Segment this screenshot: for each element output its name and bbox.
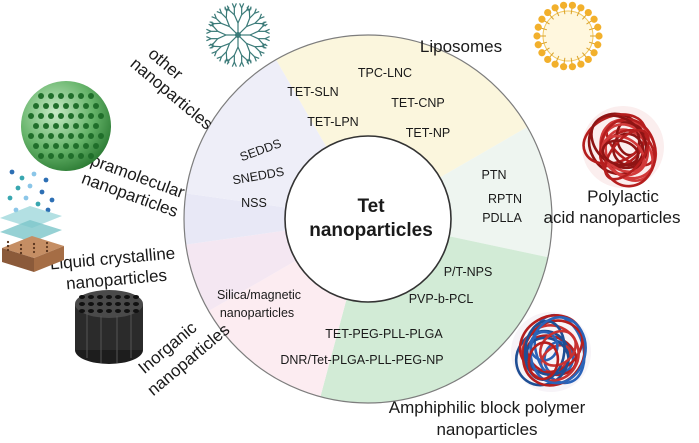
polylactic-items: PTN RPTN PDLLA [482, 168, 523, 225]
item-pdlla: PDLLA [482, 211, 522, 225]
item-tpc-lnc: TPC-LNC [358, 66, 412, 80]
item-ptn: PTN [482, 168, 507, 182]
item-dnr-tet-plga: DNR/Tet-PLGA-PLL-PEG-NP [280, 353, 443, 367]
item-nss: NSS [241, 196, 267, 210]
sector-supramolecular [184, 193, 286, 245]
item-pt-nps: P/T-NPS [444, 265, 493, 279]
liquid-crystalline-icon [0, 169, 64, 272]
amphiphilic-items: P/T-NPS PVP-b-PCL TET-PEG-PLL-PLGA DNR/T… [280, 265, 492, 367]
sector-liquid-crystalline [185, 230, 297, 311]
label-amphiphilic-1: Amphiphilic block polymer [389, 398, 586, 417]
item-tet-sln: TET-SLN [287, 85, 338, 99]
sector-liposomes [276, 34, 528, 178]
supramolecular-sphere-icon [21, 81, 111, 171]
ring-sectors [184, 34, 553, 404]
label-amphiphilic-2: nanoparticles [436, 420, 537, 439]
sector-polylactic [439, 127, 553, 258]
inorganic-block-icon [75, 290, 143, 364]
label-polylactic-2: acid nanoparticles [543, 208, 680, 227]
label-polylactic-1: Polylactic [587, 187, 659, 206]
sector-amphiphilic [320, 236, 548, 404]
item-silica-magnetic: Silica/magnetic [217, 288, 301, 302]
item-tet-lpn: TET-LPN [307, 115, 358, 129]
item-tet-np: TET-NP [406, 126, 450, 140]
center-title-line2: nanoparticles [309, 220, 433, 241]
center-circle [284, 135, 452, 303]
liposome-icon [533, 1, 603, 71]
ring-outer-border [183, 34, 553, 404]
polylactic-coil-icon [582, 106, 664, 188]
item-pvp-b-pcl: PVP-b-PCL [409, 292, 474, 306]
item-rptn: RPTN [488, 192, 522, 206]
amphiphilic-coil-icon [511, 312, 591, 392]
sector-inorganic [208, 260, 347, 397]
item-silica-magnetic-2: nanoparticles [220, 306, 294, 320]
liposome-items: TPC-LNC TET-SLN TET-CNP TET-LPN TET-NP [287, 66, 450, 140]
center-title-line1: Tet [357, 196, 385, 217]
item-tet-cnp: TET-CNP [391, 96, 444, 110]
inorganic-items: Silica/magnetic nanoparticles [217, 288, 301, 320]
sector-other [185, 59, 327, 208]
label-liposomes: Liposomes [420, 37, 502, 56]
item-tet-peg-pll-plga: TET-PEG-PLL-PLGA [325, 327, 443, 341]
dendrimer-icon [206, 3, 270, 67]
